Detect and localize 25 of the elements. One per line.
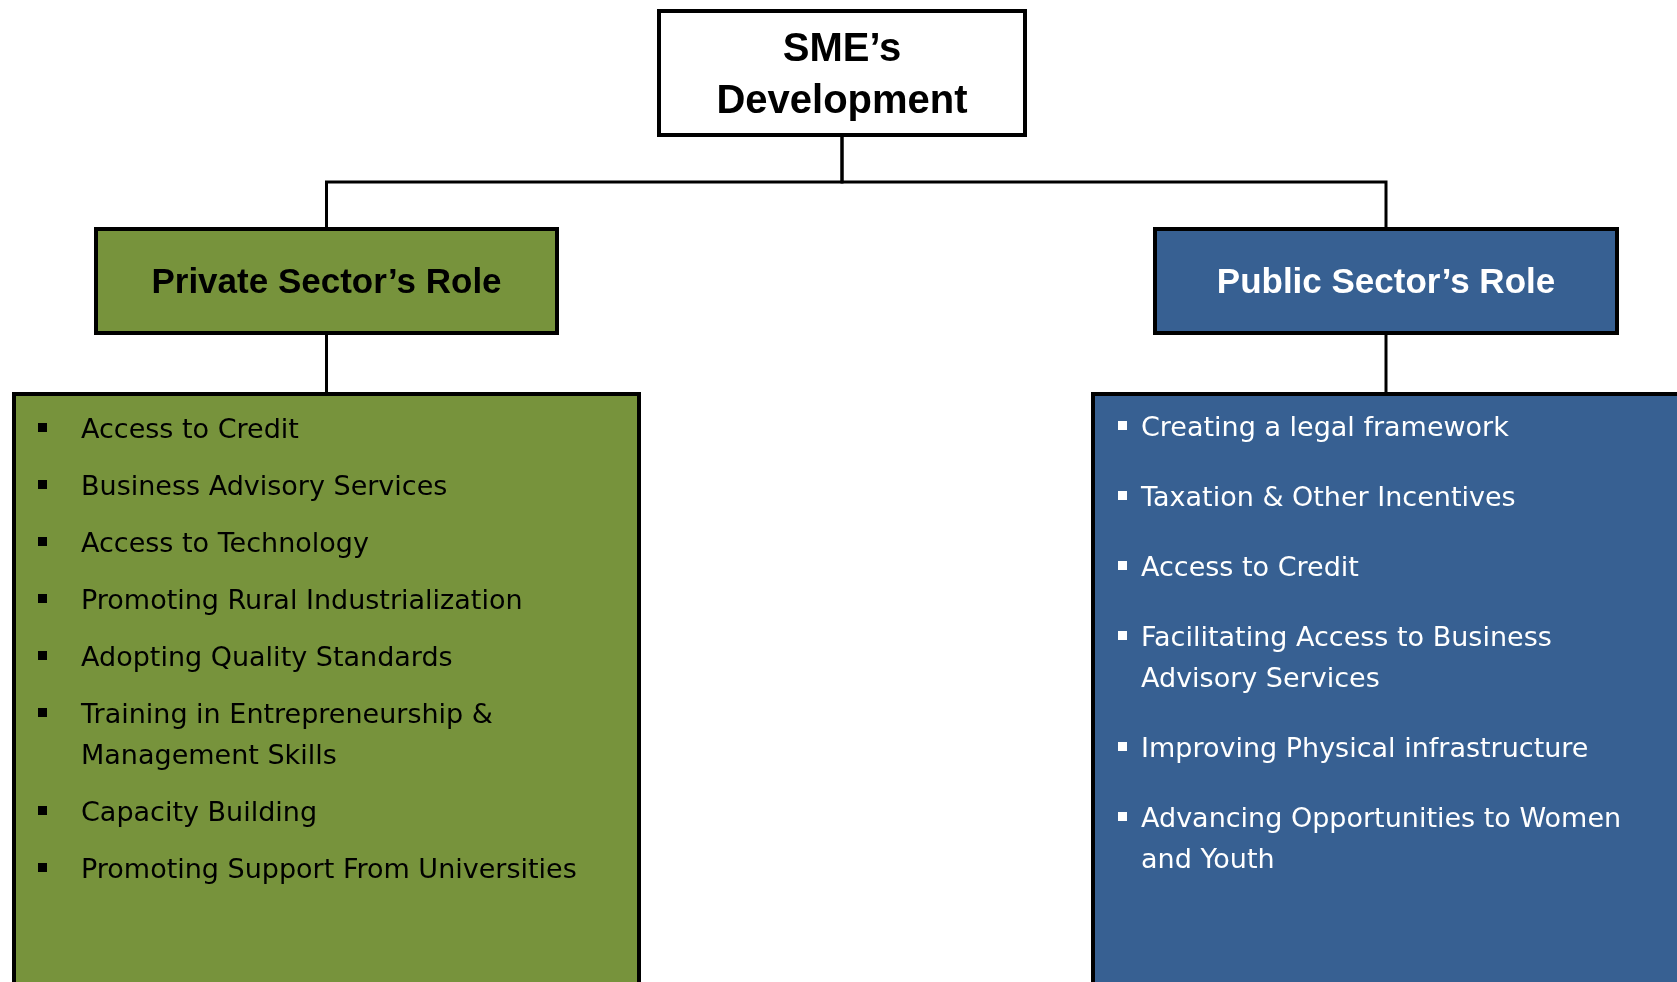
list-item: Promoting Support From Universities (81, 852, 577, 886)
list-item: Taxation & Other Incentives (1141, 480, 1516, 514)
list-item: Facilitating Access to Business Advisory Services (1141, 620, 1553, 695)
list-item: Business Advisory Services (81, 469, 448, 503)
role-box (1153, 227, 1619, 335)
connector-line (840, 137, 1388, 227)
title-box (657, 9, 1027, 137)
list-panel (12, 392, 641, 982)
list-item: Access to Technology (81, 526, 369, 560)
box-heading: Private Sector’s Role (151, 260, 502, 303)
connector-line (1384, 335, 1388, 392)
box-heading: SME’s Development (715, 24, 969, 123)
list-panel (1091, 392, 1677, 982)
box-heading: Public Sector’s Role (1216, 260, 1556, 303)
list-item: Access to Credit (81, 412, 299, 446)
list-item: Training in Entrepreneurship & Management Skills (81, 697, 494, 772)
role-box (94, 227, 559, 335)
list-item: Creating a legal framework (1141, 410, 1509, 444)
list-item: Capacity Building (81, 795, 318, 829)
list-item: Advancing Opportunities to Women and Youth (1141, 801, 1623, 876)
list-item: Promoting Rural Industrialization (81, 583, 523, 617)
list-item: Adopting Quality Standards (81, 640, 453, 674)
connector-line (325, 335, 328, 392)
list-item: Access to Credit (1141, 550, 1359, 584)
list-item: Improving Physical infrastructure (1141, 731, 1589, 765)
